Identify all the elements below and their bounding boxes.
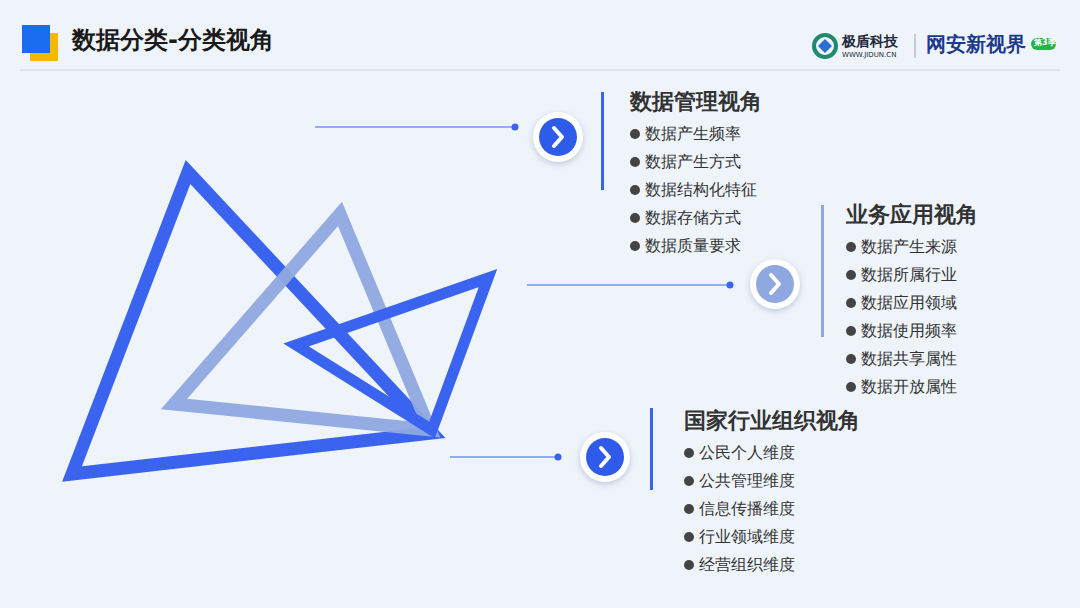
bullet-dot <box>684 448 694 458</box>
header-divider <box>20 70 1060 71</box>
bullet-dot <box>630 185 640 195</box>
bullet-dot <box>846 270 856 280</box>
season-label: 第3季 <box>1034 39 1056 48</box>
bullet-dot <box>846 354 856 364</box>
category-item: 数据结构化特征 <box>645 180 757 199</box>
slide-title: 数据分类-分类视角 <box>72 24 274 56</box>
bullet-dot <box>846 326 856 336</box>
category-item: 数据产生方式 <box>645 152 741 171</box>
bullet-dot <box>630 213 640 223</box>
logo-icon <box>814 35 836 57</box>
category-item: 行业领域维度 <box>699 527 795 546</box>
category-item: 数据应用领域 <box>861 293 957 312</box>
triangle-illustration <box>72 172 488 474</box>
category-item: 经营组织维度 <box>699 555 795 574</box>
perspective-group: 数据管理视角数据产生频率数据产生方式数据结构化特征数据存储方式数据质量要求 <box>630 88 762 260</box>
bullet-dot <box>684 532 694 542</box>
bullet-dot <box>846 242 856 252</box>
category-item: 公共管理维度 <box>699 471 795 490</box>
logo-separator <box>915 34 916 58</box>
leader-lines <box>315 124 734 461</box>
category-item: 信息传播维度 <box>699 499 795 518</box>
perspective-group: 国家行业组织视角公民个人维度公共管理维度信息传播维度行业领域维度经营组织维度 <box>684 407 860 579</box>
title-mark-blue <box>22 25 50 53</box>
bullet-dot <box>684 504 694 514</box>
bullet-dot <box>630 129 640 139</box>
logo-name: 极盾科技 <box>842 34 898 49</box>
category-item: 数据开放属性 <box>861 377 957 396</box>
perspective-heading: 数据管理视角 <box>630 89 762 114</box>
bullet-dot <box>684 476 694 486</box>
chevron-button <box>580 432 630 482</box>
bullet-dot <box>630 241 640 251</box>
category-item: 公民个人维度 <box>699 443 795 462</box>
chevron-button <box>750 259 800 309</box>
category-item: 数据产生频率 <box>645 124 741 143</box>
bullet-dot <box>630 157 640 167</box>
chevron-button <box>533 112 583 162</box>
perspective-heading: 业务应用视角 <box>846 202 978 227</box>
category-item: 数据所属行业 <box>861 265 957 284</box>
category-item: 数据质量要求 <box>645 236 741 255</box>
category-item: 数据存储方式 <box>645 208 741 227</box>
category-item: 数据产生来源 <box>861 237 957 256</box>
bullet-dot <box>684 560 694 570</box>
logo-url: WWW.JIDUN.CN <box>842 52 896 60</box>
category-item: 数据使用频率 <box>861 321 957 340</box>
season-badge <box>1031 38 1056 50</box>
perspective-group: 业务应用视角数据产生来源数据所属行业数据应用领域数据使用频率数据共享属性数据开放… <box>846 201 978 401</box>
bullet-dot <box>846 298 856 308</box>
perspective-heading: 国家行业组织视角 <box>684 408 860 433</box>
series-name: 网安新视界 <box>926 33 1026 55</box>
category-item: 数据共享属性 <box>861 349 957 368</box>
bullet-dot <box>846 382 856 392</box>
